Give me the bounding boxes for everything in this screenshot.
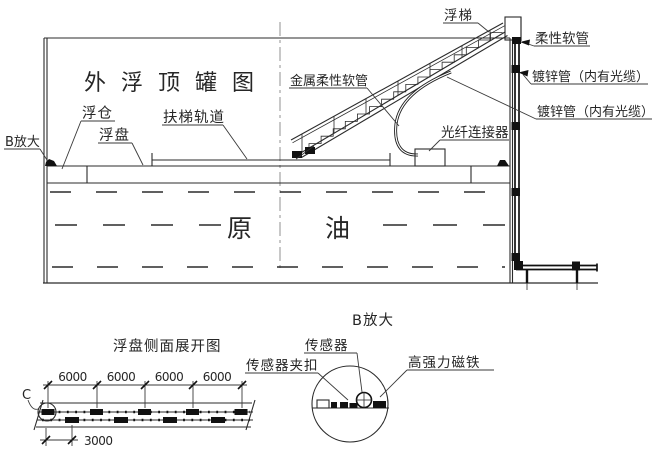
pipe-coupling: [572, 261, 580, 271]
oil-label-left: 原: [227, 214, 254, 243]
leader-arrowhead: [520, 39, 530, 46]
pipe-coupling: [511, 188, 520, 196]
svg-text:C: C: [22, 388, 31, 403]
fiber-connector-box: [414, 148, 446, 167]
label-sensor-clip: 传感器夹扣: [245, 357, 349, 401]
label-ladder-track: 扶梯轨道: [162, 109, 248, 160]
label-galv-pipe-lower: 镀锌管（内有光缆）: [446, 76, 654, 120]
detail-b-view: B放大 传感器 传感器夹扣 高强力磁铁: [245, 312, 494, 443]
svg-text:浮梯: 浮梯: [444, 8, 473, 24]
handrail-posts: [301, 30, 491, 152]
pipe-coupling: [511, 65, 520, 73]
c-detail-circle: [37, 402, 57, 422]
svg-text:柔性软管: 柔性软管: [535, 31, 589, 47]
dim-text: 6000: [107, 370, 136, 384]
label-float-chamber: 浮仓: [61, 105, 115, 170]
dim-text: 6000: [155, 370, 184, 384]
leader-arrowhead: [518, 70, 529, 77]
main-title: 外浮顶罐图: [84, 71, 269, 96]
dim-text: 6000: [58, 370, 87, 384]
svg-text:传感器夹扣: 传感器夹扣: [246, 357, 319, 374]
oil-level-dashes: [50, 191, 506, 268]
svg-text:B放大: B放大: [5, 135, 40, 150]
pipe-coupling: [511, 122, 520, 130]
stair-roller: [292, 151, 302, 158]
pipe-coupling: [511, 253, 520, 261]
svg-text:扶梯轨道: 扶梯轨道: [163, 109, 225, 126]
stair-top-platform: [504, 16, 522, 41]
hose-connector: [512, 37, 521, 44]
dim-text: 3000: [84, 434, 113, 448]
detail-circle: [311, 365, 389, 443]
strip-view: 浮盘侧面展开图: [22, 337, 256, 448]
label-b-detail-ref: B放大: [4, 135, 48, 161]
label-floating-ladder: 浮梯: [443, 8, 490, 33]
svg-text:浮盘: 浮盘: [99, 126, 130, 144]
deck-sensor-bump-right: [497, 160, 509, 166]
dimension-6000: 6000 6000 6000 6000: [43, 370, 247, 408]
strip-title: 浮盘侧面展开图: [113, 337, 222, 355]
svg-text:浮仓: 浮仓: [82, 105, 113, 122]
dim-text: 6000: [203, 370, 232, 384]
label-fiber-connector: 光纤连接器: [428, 124, 509, 152]
oil-label-right: 油: [325, 214, 352, 243]
floating-ladder-stair: [290, 16, 522, 160]
svg-text:高强力磁铁: 高强力磁铁: [408, 354, 481, 371]
pipe-elbow: [514, 261, 523, 270]
stair-steps: [308, 32, 503, 151]
c-detail-ref: C: [22, 388, 57, 422]
sensors-top-row: [41, 409, 248, 415]
label-magnet: 高强力磁铁: [379, 354, 494, 398]
label-metal-flex-hose: 金属柔性软管: [289, 73, 400, 127]
magnet-block: [373, 401, 386, 408]
label-flex-hose: 柔性软管: [520, 31, 590, 47]
detail-title: B放大: [352, 312, 394, 329]
floating-deck: [45, 159, 510, 184]
dimension-3000: 3000: [40, 425, 113, 448]
label-float-deck: 浮盘: [98, 126, 144, 166]
tank-outline: [43, 22, 598, 284]
svg-text:镀锌管（内有光缆）: 镀锌管（内有光缆）: [532, 69, 649, 85]
label-galv-pipe-upper: 镀锌管（内有光缆）: [518, 69, 649, 85]
ladder-track: [151, 153, 391, 166]
svg-text:镀锌管（内有光缆）: 镀锌管（内有光缆）: [537, 104, 654, 120]
deck-sensor-bump-left: [45, 159, 57, 166]
clip-block: [316, 399, 330, 409]
label-sensor: 传感器: [304, 337, 363, 393]
svg-text:金属柔性软管: 金属柔性软管: [290, 73, 368, 89]
galvanized-pipe: [511, 41, 598, 290]
metal-flexible-hose: [394, 70, 452, 157]
svg-text:光纤连接器: 光纤连接器: [441, 124, 509, 141]
svg-text:传感器: 传感器: [305, 337, 349, 354]
stair-roller: [305, 147, 315, 154]
sensors-bottom-row: [65, 417, 225, 423]
